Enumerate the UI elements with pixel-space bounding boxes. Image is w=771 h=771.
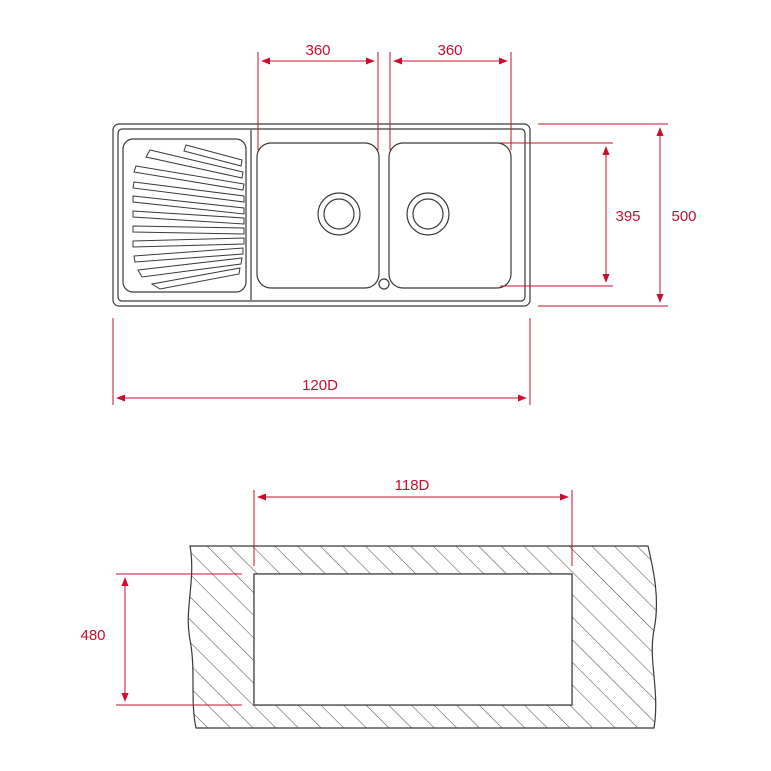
- overflow-hole-icon: [378, 278, 390, 290]
- dimension-label-overall-length: 120D: [302, 377, 338, 394]
- left-drain-icon: [317, 192, 361, 236]
- dimension-label-overall-depth: 500: [671, 208, 696, 225]
- drainboard-tray: [122, 138, 247, 293]
- left-bowl: [256, 142, 380, 289]
- countertop-cutout-view: [187, 545, 658, 729]
- cutout-view-dimensions: [116, 490, 573, 706]
- sink-outer-rim: [112, 123, 531, 307]
- right-bowl-basin: [388, 142, 512, 289]
- top-view-dimensions: [112, 52, 668, 405]
- drainboard-ribs: [132, 144, 245, 290]
- left-bowl-basin: [256, 142, 380, 289]
- sink-inner-rim: [117, 128, 526, 302]
- right-bowl: [388, 142, 512, 289]
- dimension-label-bowl-depth: 395: [615, 208, 640, 225]
- right-drain-icon: [406, 192, 450, 236]
- dimension-label-cutout-length: 118D: [395, 477, 430, 494]
- sink-top-view: [112, 123, 531, 307]
- dimension-label-right-bowl-width: 360: [437, 42, 462, 59]
- cutout-opening: [253, 573, 573, 706]
- dimension-label-cutout-depth: 480: [80, 627, 105, 644]
- drainboard: [122, 130, 252, 300]
- dimension-label-left-bowl-width: 360: [305, 42, 330, 59]
